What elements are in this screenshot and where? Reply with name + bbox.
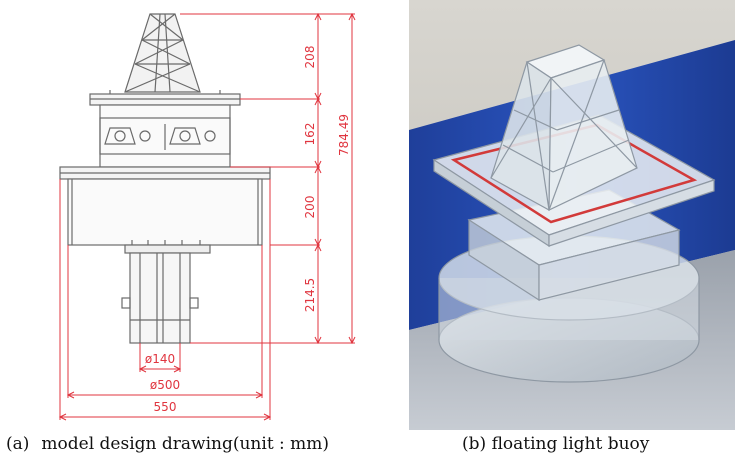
caption-b: (b) floating light buoy: [462, 434, 649, 454]
dim-o500: ø500: [150, 378, 180, 392]
dim-o140: ø140: [145, 352, 175, 366]
caption-b-label: (b): [462, 434, 487, 454]
dim-550: 550: [154, 400, 177, 414]
caption-a-label: (a): [6, 434, 30, 454]
dim-208: 208: [303, 46, 317, 69]
drawing-structure: [59, 13, 271, 344]
design-drawing: 208 162 200 214.5 784.49 ø140 ø500 550: [58, 12, 356, 421]
dimension-lines: [58, 12, 356, 421]
caption-a: (a) model design drawing(unit : mm): [6, 434, 329, 454]
dim-162: 162: [303, 123, 317, 146]
caption-b-text: floating light buoy: [491, 434, 650, 454]
dimension-labels: 208 162 200 214.5 784.49 ø140 ø500 550: [145, 46, 351, 414]
buoy-photo: [409, 0, 735, 430]
caption-a-text: model design drawing(unit : mm): [41, 434, 330, 454]
dim-200: 200: [303, 196, 317, 219]
dim-total-784-49: 784.49: [337, 114, 351, 156]
dim-214-5: 214.5: [303, 278, 317, 312]
buoy-model: [432, 44, 716, 383]
